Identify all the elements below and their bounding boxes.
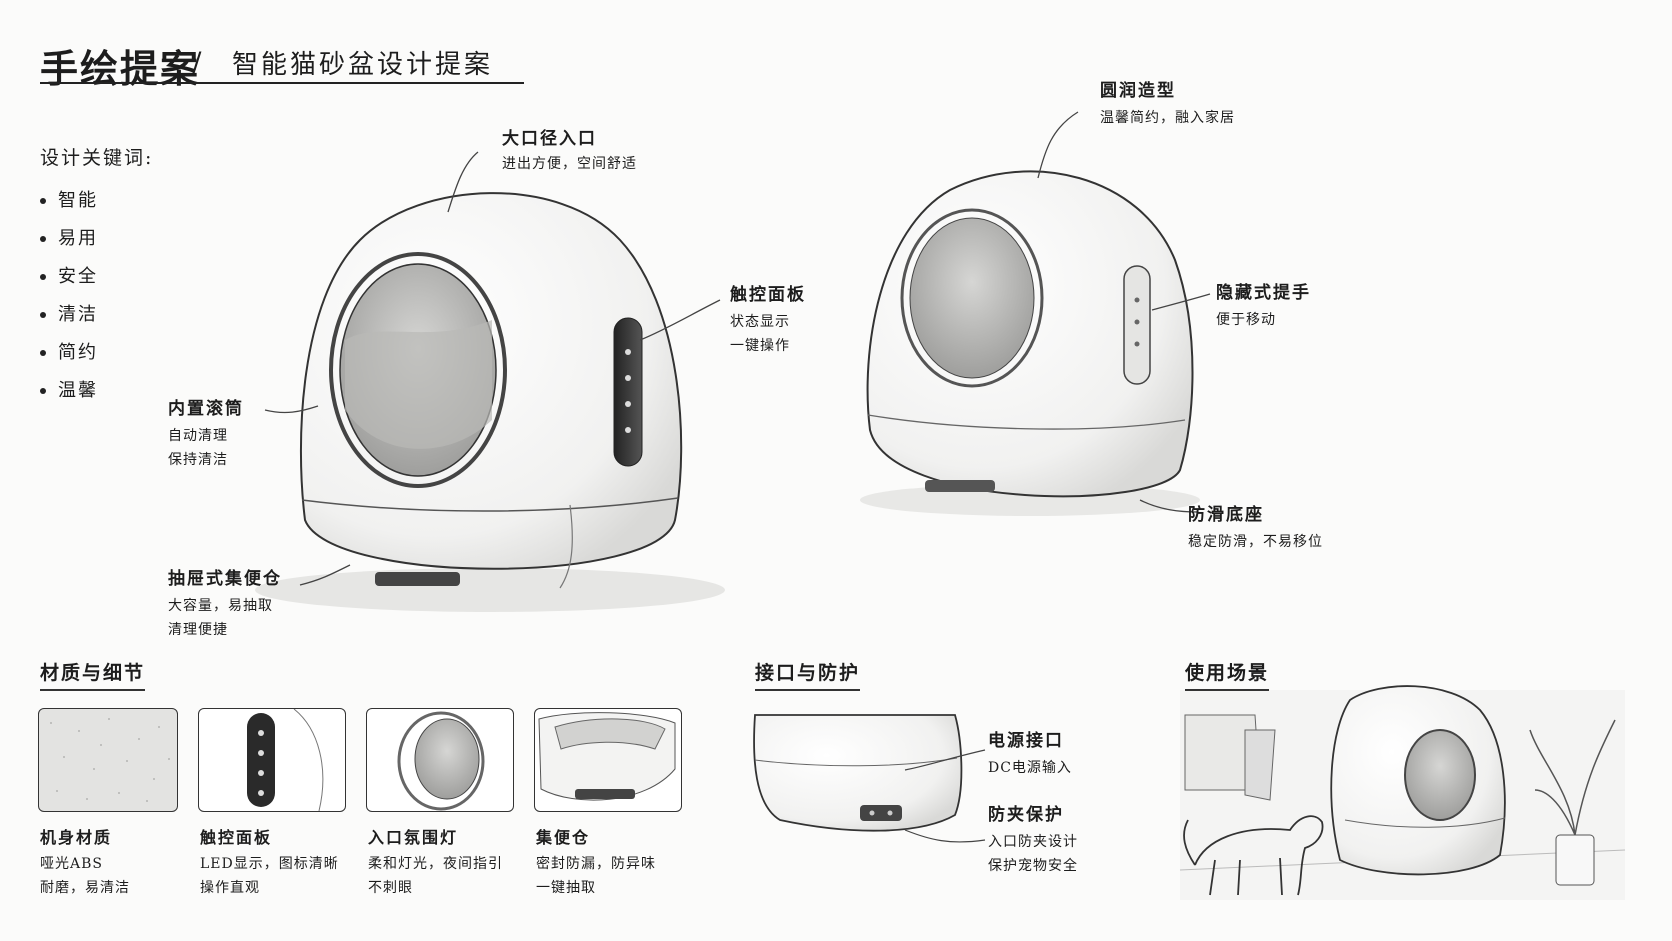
- callout-desc-entrance: 进出方便，空间舒适: [502, 156, 637, 172]
- callout-desc-drum-2: 保持清洁: [168, 452, 228, 468]
- scene-drawing: [1179, 685, 1626, 900]
- keyword-item: 安全: [40, 262, 98, 288]
- leader-line-entrance: [447, 151, 479, 213]
- section-title-materials: 材质与细节: [40, 658, 146, 691]
- leader-line-round: [1037, 111, 1079, 179]
- keyword-item: 易用: [40, 224, 98, 250]
- callout-title-hidden-handle: 隐藏式提手: [1216, 283, 1311, 303]
- material-thumb-touch-panel: [198, 708, 346, 812]
- callout-title-touch-panel: 触控面板: [730, 285, 806, 305]
- material-title-bin: 集便仓: [536, 828, 591, 847]
- cat-icon: [1183, 815, 1324, 896]
- keywords-heading: 设计关键词:: [40, 147, 154, 169]
- callout-desc-antislip: 稳定防滑，不易移位: [1188, 534, 1323, 550]
- litter-box-front-view: [255, 192, 725, 612]
- material-desc-bin-2: 一键抽取: [536, 880, 596, 896]
- title-separator: /: [192, 46, 202, 79]
- interface-drawing: [753, 714, 986, 843]
- leader-line-handle: [1151, 293, 1211, 311]
- callout-desc-drawer-1: 大容量，易抽取: [168, 598, 273, 614]
- litter-box-angle-view: [860, 170, 1200, 516]
- callout-desc-drum-1: 自动清理: [168, 428, 228, 444]
- material-thumb-entrance-light: [366, 708, 514, 812]
- callout-desc-drawer-2: 清理便捷: [168, 622, 228, 638]
- callout-desc-touch-panel-1: 状态显示: [730, 314, 790, 330]
- section-title-interface: 接口与防护: [755, 658, 861, 691]
- leader-line-drum: [264, 405, 319, 414]
- leader-line-drawer: [299, 564, 351, 586]
- material-desc-body-2: 耐磨，易清洁: [40, 880, 130, 896]
- interface-desc-pinch-2: 保护宠物安全: [988, 858, 1078, 874]
- interface-desc-power: DC电源输入: [988, 760, 1072, 776]
- interface-title-power: 电源接口: [988, 731, 1064, 751]
- callout-title-drawer: 抽屉式集便仓: [168, 569, 282, 589]
- callout-title-entrance: 大口径入口: [502, 129, 597, 149]
- callout-desc-touch-panel-2: 一键操作: [730, 338, 790, 354]
- interface-desc-pinch-1: 入口防夹设计: [988, 834, 1078, 850]
- material-title-light: 入口氛围灯: [368, 828, 459, 847]
- callout-desc-hidden-handle: 便于移动: [1216, 312, 1276, 328]
- section-title-scene: 使用场景: [1185, 658, 1270, 691]
- keyword-item: 温馨: [40, 376, 98, 402]
- material-title-touch: 触控面板: [200, 828, 273, 847]
- material-desc-touch-2: 操作直观: [200, 880, 260, 896]
- callout-title-antislip: 防滑底座: [1188, 505, 1264, 525]
- callout-desc-round-shape: 温馨简约，融入家居: [1100, 110, 1235, 126]
- title-underline: [40, 82, 524, 84]
- material-thumb-waste-bin: [534, 708, 682, 812]
- page-subtitle: 智能猫砂盆设计提案: [232, 50, 494, 80]
- material-title-body: 机身材质: [40, 828, 113, 847]
- material-desc-bin-1: 密封防漏，防异味: [536, 856, 656, 872]
- callout-title-round-shape: 圆润造型: [1100, 81, 1176, 101]
- leader-line-touch-panel: [639, 299, 721, 341]
- keyword-item: 智能: [40, 186, 98, 212]
- keyword-item: 清洁: [40, 300, 98, 326]
- callout-title-drum: 内置滚筒: [168, 399, 244, 419]
- leader-line-antislip: [1139, 499, 1199, 513]
- material-desc-light-2: 不刺眼: [368, 880, 413, 896]
- material-desc-body-1: 哑光ABS: [40, 856, 103, 872]
- keyword-item: 简约: [40, 338, 98, 364]
- material-desc-light-1: 柔和灯光，夜间指引: [368, 856, 503, 872]
- interface-title-pinch: 防夹保护: [988, 805, 1064, 825]
- plant-pot: [1555, 834, 1595, 886]
- material-thumb-body: [38, 708, 178, 812]
- material-desc-touch-1: LED显示，图标清晰: [200, 856, 339, 872]
- plant-icon: [1529, 719, 1616, 836]
